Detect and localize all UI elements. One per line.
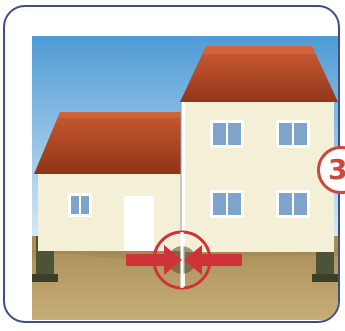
illustration-svg [32, 36, 340, 320]
right-house-roof [180, 46, 338, 102]
illustration-card [3, 5, 340, 323]
door [124, 196, 154, 251]
house-settlement-illustration [32, 36, 340, 320]
left-house-roof [34, 112, 188, 174]
right-house-wall [184, 102, 334, 252]
